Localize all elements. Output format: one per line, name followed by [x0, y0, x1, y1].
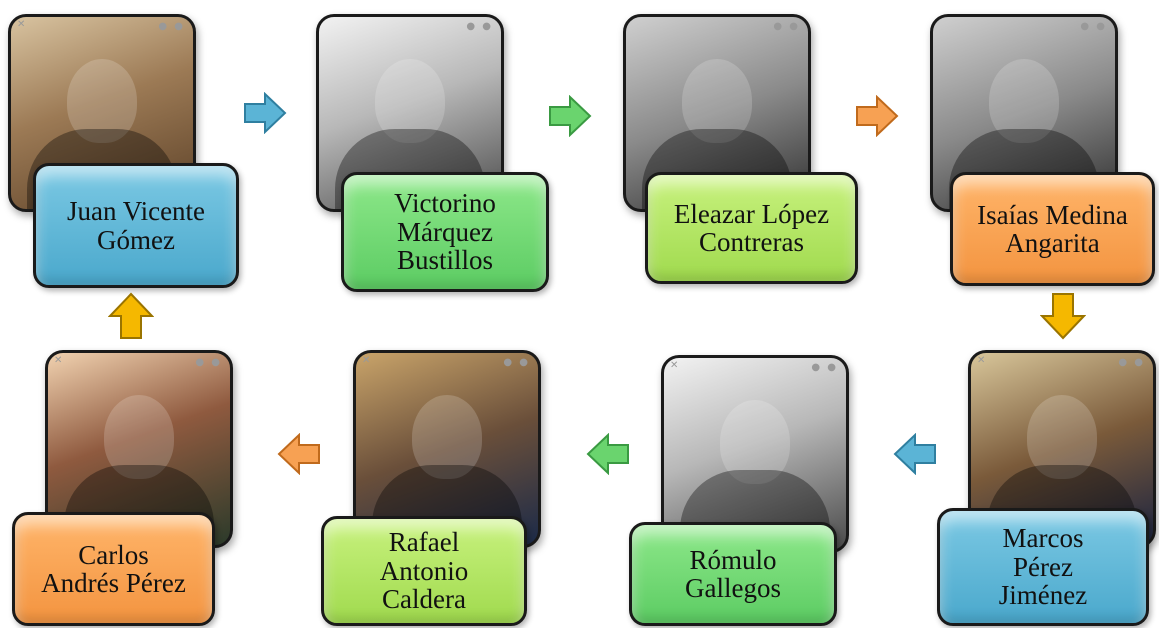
- options-icon: ● ●: [158, 21, 185, 32]
- options-icon: ● ●: [503, 357, 530, 368]
- portrait-head: [67, 59, 137, 144]
- arrow-left-icon: [586, 433, 629, 475]
- president-name: Juan Vicente Gómez: [66, 196, 206, 255]
- options-icon: ● ●: [1080, 21, 1107, 32]
- label-isaias-medina-angarita: Isaías Medina Angarita: [950, 172, 1155, 286]
- arrow-left-icon: [893, 433, 936, 475]
- photo-rafael-antonio-caldera: ✕ ● ●: [353, 350, 541, 548]
- label-marcos-perez-jimenez: Marcos Pérez Jiménez: [937, 508, 1149, 626]
- options-icon: ● ●: [773, 21, 800, 32]
- arrow-right-icon: [549, 95, 592, 137]
- president-name: Victorino Márquez Bustillos: [394, 188, 496, 276]
- portrait-head: [720, 400, 790, 485]
- options-icon: ● ●: [1118, 357, 1145, 368]
- close-icon: ✕: [977, 355, 986, 366]
- president-name: Marcos Pérez Jiménez: [998, 523, 1088, 611]
- label-juan-vicente-gomez: Juan Vicente Gómez: [33, 163, 239, 288]
- president-name: Eleazar López Contreras: [673, 198, 830, 257]
- arrow-up-icon: [108, 292, 154, 339]
- president-name: Rómulo Gallegos: [685, 544, 781, 603]
- president-name: Rafael Antonio Caldera: [379, 527, 469, 615]
- label-rafael-antonio-caldera: Rafael Antonio Caldera: [321, 516, 527, 626]
- close-icon: ✕: [17, 19, 26, 30]
- label-victorino-marquez-bustillos: Victorino Márquez Bustillos: [341, 172, 549, 292]
- president-name: Isaías Medina Angarita: [977, 199, 1128, 258]
- arrow-left-icon: [277, 433, 320, 475]
- label-carlos-andres-perez: Carlos Andrés Pérez: [12, 512, 215, 626]
- options-icon: ● ●: [466, 21, 493, 32]
- portrait-head: [682, 59, 752, 144]
- close-icon: ✕: [362, 355, 371, 366]
- arrow-right-icon: [856, 95, 899, 137]
- portrait-head: [412, 395, 482, 480]
- label-eleazar-lopez-contreras: Eleazar López Contreras: [645, 172, 858, 284]
- close-icon: ✕: [54, 355, 63, 366]
- arrow-right-icon: [244, 92, 287, 134]
- portrait-head: [1027, 395, 1097, 480]
- options-icon: ● ●: [195, 357, 222, 368]
- label-romulo-gallegos: Rómulo Gallegos: [629, 522, 837, 626]
- portrait-head: [375, 59, 445, 144]
- arrow-down-icon: [1040, 293, 1086, 340]
- close-icon: ✕: [670, 360, 679, 371]
- portrait-head: [989, 59, 1059, 144]
- options-icon: ● ●: [811, 362, 838, 373]
- portrait-head: [104, 395, 174, 480]
- president-name: Carlos Andrés Pérez: [41, 539, 186, 598]
